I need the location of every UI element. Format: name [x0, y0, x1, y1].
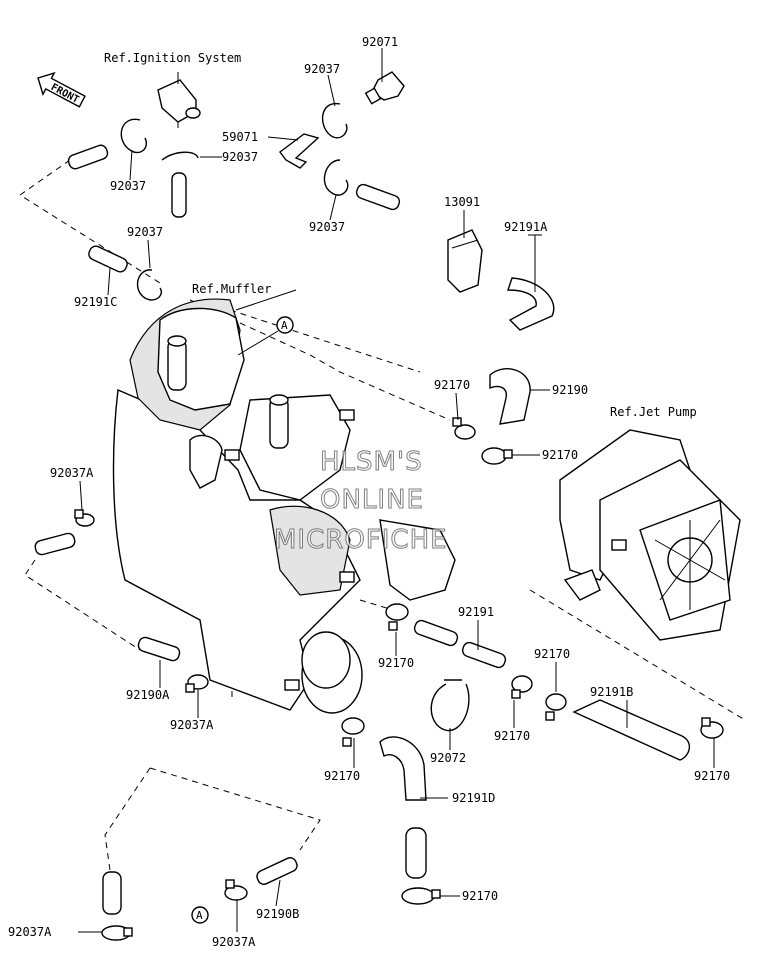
callout-a-top: A: [237, 316, 294, 356]
ignition-component: [157, 72, 201, 128]
hose-92190a: [137, 636, 181, 662]
ref-jet-pump-label: Ref.Jet Pump: [610, 405, 697, 419]
hose-92191a: [507, 277, 555, 331]
part-label: 92037A: [50, 466, 94, 480]
callout-a-bottom-label: A: [196, 909, 203, 922]
part-label: 92190: [552, 383, 588, 397]
part-label: 92191: [458, 605, 494, 619]
ref-muffler-label: Ref.Muffler: [192, 282, 271, 296]
part-label: 92191A: [504, 220, 548, 234]
hose-left-mid: [34, 532, 76, 556]
clip-92037-e: [136, 269, 162, 301]
hose-92191c: [88, 245, 128, 273]
hose-bottom-left: [102, 871, 122, 915]
part-label: 92072: [430, 751, 466, 765]
part-label: 92037: [127, 225, 163, 239]
clamp-92170-c: [385, 603, 409, 631]
part-label: 92037A: [170, 718, 214, 732]
part-label: 92170: [378, 656, 414, 670]
part-label: 92191B: [590, 685, 633, 699]
part-label: 92170: [434, 378, 470, 392]
part-label: 92037A: [212, 935, 256, 949]
part-label: 59071: [222, 130, 258, 144]
part-label: 13091: [444, 195, 480, 209]
clamp-92037a-bottom: [224, 879, 248, 901]
leader-lines: [78, 48, 715, 933]
callout-a-label: A: [281, 319, 288, 332]
watermark: HLSM'S ONLINE MICROFICHE: [274, 447, 448, 556]
part-label: 92170: [694, 769, 730, 783]
clip-92037-d: [323, 159, 349, 196]
part-label: 92071: [362, 35, 398, 49]
part-label: 92191C: [74, 295, 117, 309]
watermark-line-3: MICROFICHE: [274, 525, 448, 555]
watermark-line-2: ONLINE: [320, 485, 424, 515]
clamp-92170-f: [700, 717, 724, 739]
clip-92037-c: [161, 151, 199, 161]
clamp-92170-d: [511, 675, 533, 699]
clamp-92170-a: [452, 417, 476, 440]
hose-13091-tube: [355, 183, 401, 211]
part-label: 92170: [494, 729, 530, 743]
hose-92191b: [572, 699, 690, 761]
part-label: 92037: [309, 220, 345, 234]
hose-92190b: [256, 857, 298, 885]
damper-13091: [447, 229, 483, 293]
clip-92072: [430, 679, 470, 732]
hose-92191: [413, 619, 507, 669]
clip-92037-b: [321, 103, 348, 139]
clamp-92037a-mid: [185, 674, 209, 693]
ref-ignition-label: Ref.Ignition System: [104, 51, 241, 65]
muffler-body: [112, 298, 456, 714]
front-arrow-icon: FRONT: [37, 71, 86, 108]
clamp-92170-e: [545, 693, 567, 721]
fitting-92071: [364, 71, 405, 105]
part-label: 92170: [534, 647, 570, 661]
watermark-line-1: HLSM'S: [320, 447, 423, 477]
part-label: 92037: [304, 62, 340, 76]
jet-pump: [559, 429, 741, 641]
hose-vertical-top: [171, 172, 187, 218]
clamp-92037a-bottom-left: [101, 925, 133, 941]
clamp-92170-g: [341, 717, 365, 747]
part-label: 92190B: [256, 907, 299, 921]
hose-92191d: [379, 736, 427, 879]
part-label: 92190A: [126, 688, 170, 702]
hose-92190: [489, 368, 531, 425]
callout-a-bottom: A: [191, 906, 209, 924]
part-label: 92191D: [452, 791, 495, 805]
part-label: 92170: [324, 769, 360, 783]
part-label: 92170: [542, 448, 578, 462]
clamp-92170-h: [401, 887, 441, 905]
part-label: 92037A: [8, 925, 52, 939]
clip-92037-a: [120, 118, 147, 154]
part-label: 92037: [110, 179, 146, 193]
hose-top-left: [67, 144, 109, 170]
clamp-92170-b: [481, 447, 513, 465]
part-label: 92170: [462, 889, 498, 903]
part-label: 92037: [222, 150, 258, 164]
clamp-92037a-left: [74, 509, 95, 527]
hose-59071: [279, 133, 320, 169]
